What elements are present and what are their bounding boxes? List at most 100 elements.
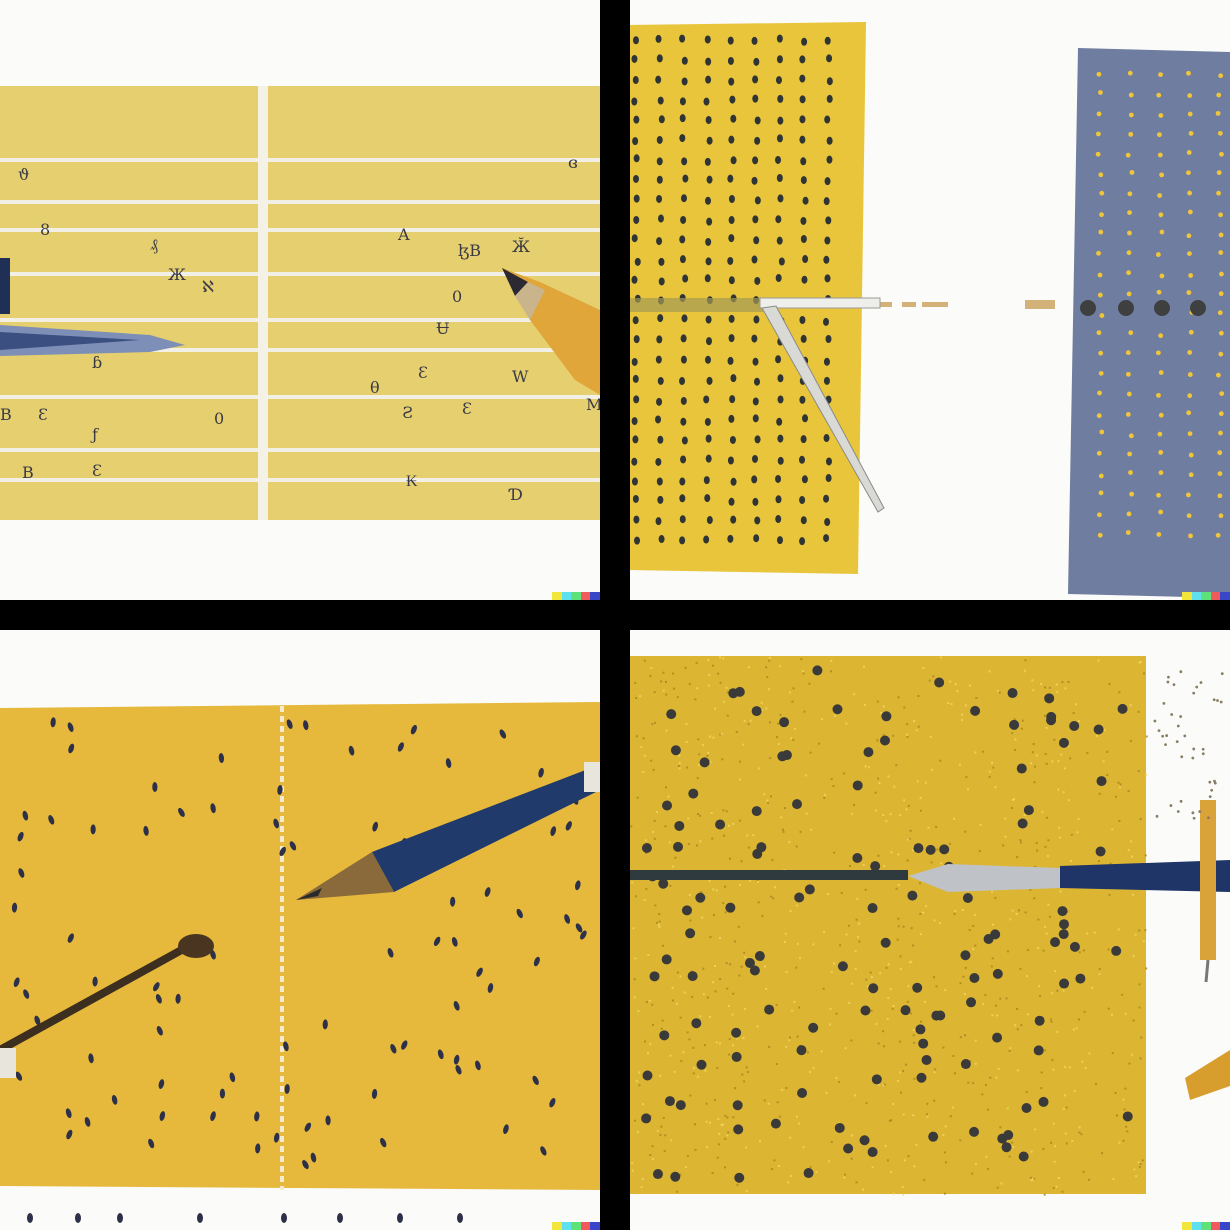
ink-mark (397, 1213, 403, 1223)
scatter-mark (1210, 788, 1214, 792)
ink-dot (799, 74, 806, 83)
yellow-dot (1155, 252, 1161, 257)
ink-dot (727, 56, 734, 65)
ink-dot (912, 982, 923, 993)
ink-dot (775, 474, 782, 483)
ink-mark (18, 868, 25, 878)
brush-icon (1185, 800, 1230, 1100)
ink-mark (457, 1213, 463, 1223)
ink-mark (197, 1213, 203, 1223)
ink-dot (728, 195, 735, 204)
ink-dot (824, 274, 831, 283)
ink-dot (679, 134, 686, 143)
yellow-dot (1216, 190, 1221, 196)
ink-dot (764, 1004, 775, 1015)
ink-dot (734, 1172, 745, 1183)
ink-dot (775, 155, 782, 164)
ink-dot (1118, 300, 1134, 316)
glyph-mark: M (586, 395, 600, 414)
ink-dot (657, 435, 664, 444)
ink-dot (703, 476, 710, 485)
ink-dot (728, 334, 735, 343)
yellow-dot (1129, 170, 1135, 175)
yellow-dot (1125, 412, 1131, 417)
ink-mark (348, 745, 355, 756)
scatter-mark (1201, 747, 1205, 751)
ink-mark (178, 807, 185, 817)
yellow-dot (1217, 493, 1223, 499)
ink-dot (631, 417, 638, 426)
ink-mark (210, 949, 216, 960)
scatter-mark (1164, 743, 1167, 747)
ink-dot (754, 516, 761, 525)
scatter-mark (1208, 795, 1212, 799)
ink-dot (826, 155, 833, 164)
ink-dot (791, 799, 802, 810)
ink-dot (1075, 973, 1086, 984)
ink-dot (656, 477, 663, 486)
yellow-dot (1098, 229, 1104, 235)
scatter-mark (1162, 701, 1166, 705)
ink-mark (387, 948, 394, 958)
glyph-mark: Ӂ (512, 236, 530, 256)
ink-dot (800, 334, 807, 343)
ink-dot (970, 705, 981, 716)
ink-dot (753, 236, 760, 245)
ink-dot (696, 1059, 707, 1070)
ink-dot (800, 435, 807, 444)
ink-dot (832, 704, 843, 715)
ink-dot (823, 317, 830, 326)
ink-dot (656, 157, 663, 166)
ink-dot (1111, 945, 1122, 956)
ink-dot (656, 54, 663, 63)
ink-mark (68, 743, 75, 754)
ink-dot (826, 136, 833, 145)
glyph-mark: 8 (40, 220, 50, 239)
ink-dot (631, 234, 638, 243)
ink-dot (1034, 1015, 1045, 1026)
ink-mark (143, 825, 149, 836)
ink-dot (656, 335, 663, 344)
ink-dot (969, 1126, 980, 1137)
ink-dot (802, 255, 809, 264)
yellow-dot (1096, 330, 1102, 336)
ink-dot (992, 1032, 1003, 1043)
ink-dot (826, 94, 833, 103)
ink-dot (641, 843, 652, 854)
brush-icon (0, 934, 214, 1078)
scatter-mark (1175, 740, 1179, 744)
scatter-mark (1183, 734, 1187, 738)
ink-dot (731, 1051, 742, 1062)
ink-dot (749, 965, 760, 976)
ink-dot (752, 94, 759, 103)
ink-dot (997, 1133, 1008, 1144)
ink-dot (727, 456, 734, 465)
yellow-dot (1099, 190, 1105, 196)
ink-dot (632, 316, 639, 325)
ink-dot (631, 357, 638, 366)
yellow-dot (1157, 193, 1162, 198)
ink-dot (825, 334, 832, 343)
ink-mark (152, 781, 158, 792)
ink-mark (273, 1132, 280, 1143)
yellow-dot (1187, 111, 1193, 117)
ink-dot (799, 55, 806, 64)
ink-dots (631, 34, 833, 546)
ink-dot (679, 34, 686, 43)
ink-mark (90, 824, 96, 835)
yellow-dot (1125, 371, 1131, 377)
ink-mark (322, 1019, 328, 1030)
ink-mark (273, 818, 280, 829)
yellow-dot (1218, 411, 1224, 417)
ruled-lines (0, 158, 600, 482)
yellow-dot (1096, 111, 1102, 117)
yellow-dot (1156, 492, 1161, 498)
ink-dot (1017, 818, 1028, 829)
ink-mark (410, 724, 417, 735)
yellow-dot (1158, 333, 1164, 339)
ink-mark (155, 994, 162, 1004)
ink-dot (776, 536, 783, 545)
ink-dot (705, 257, 712, 266)
yellow-dot (1219, 271, 1224, 277)
ink-dot (681, 436, 688, 445)
